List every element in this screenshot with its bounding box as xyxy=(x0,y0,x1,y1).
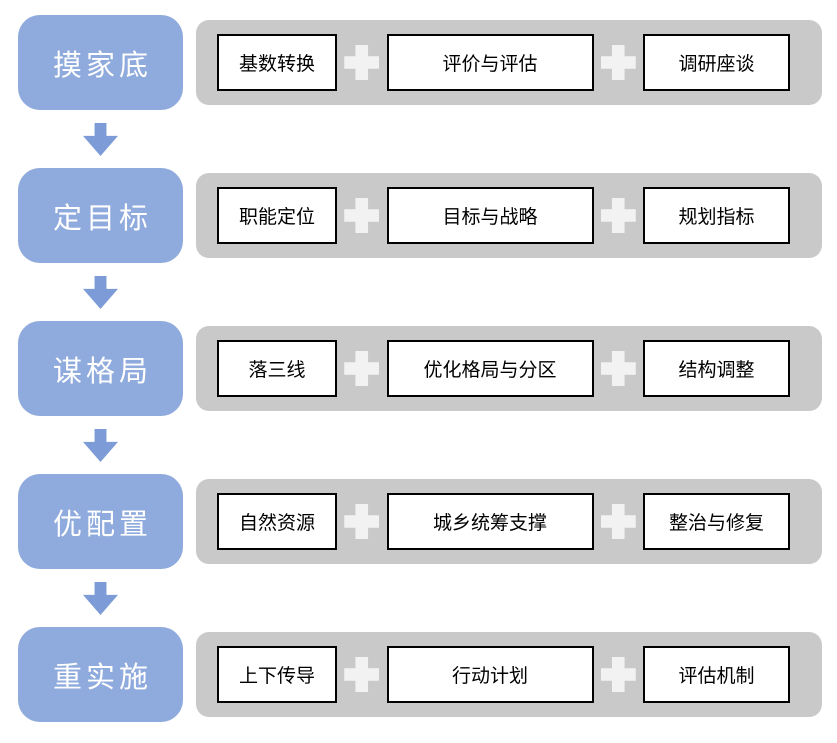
stage-pill-1: 摸家底 xyxy=(18,15,183,110)
flow-arrow-gap xyxy=(18,110,837,168)
item-label: 调研座谈 xyxy=(678,54,755,75)
connector xyxy=(594,45,644,80)
stage-row-2: 定目标 职能定位 目标与战略 规划指标 xyxy=(18,168,837,263)
plus-icon xyxy=(600,198,636,233)
stage-pill-5: 重实施 xyxy=(18,627,183,722)
item-box: 基数转换 xyxy=(217,34,337,91)
item-box: 整治与修复 xyxy=(643,493,790,550)
plus-icon xyxy=(600,351,636,386)
stage-track-1: 基数转换 评价与评估 调研座谈 xyxy=(196,20,822,105)
plus-icon xyxy=(344,657,380,692)
stage-track-4: 自然资源 城乡统筹支撑 整治与修复 xyxy=(196,479,822,564)
item-label: 基数转换 xyxy=(238,54,315,75)
connector xyxy=(594,504,644,539)
connector xyxy=(337,45,387,80)
stage-label: 定目标 xyxy=(52,202,152,235)
stage-pill-4: 优配置 xyxy=(18,474,183,569)
item-box: 调研座谈 xyxy=(643,34,790,91)
item-label: 上下传导 xyxy=(238,666,315,687)
item-label: 城乡统筹支撑 xyxy=(432,513,547,534)
plus-icon xyxy=(344,45,380,80)
flow-arrow-gap xyxy=(18,569,837,627)
item-label: 落三线 xyxy=(248,360,306,381)
stage-label: 摸家底 xyxy=(52,49,152,82)
item-label: 目标与战略 xyxy=(442,207,538,228)
item-label: 结构调整 xyxy=(678,360,755,381)
connector xyxy=(337,657,387,692)
connector xyxy=(594,351,644,386)
stage-row-5: 重实施 上下传导 行动计划 评估机制 xyxy=(18,627,837,722)
item-label: 自然资源 xyxy=(238,513,315,534)
stage-track-3: 落三线 优化格局与分区 结构调整 xyxy=(196,326,822,411)
plus-icon xyxy=(344,351,380,386)
connector xyxy=(594,657,644,692)
item-label: 职能定位 xyxy=(238,207,315,228)
stage-track-2: 职能定位 目标与战略 规划指标 xyxy=(196,173,822,258)
item-box: 城乡统筹支撑 xyxy=(386,493,594,550)
plus-icon xyxy=(600,657,636,692)
connector xyxy=(337,351,387,386)
stage-label: 重实施 xyxy=(52,661,152,694)
plus-icon xyxy=(600,504,636,539)
item-box: 落三线 xyxy=(217,340,337,397)
down-arrow-icon xyxy=(83,123,118,156)
plus-icon xyxy=(344,504,380,539)
item-label: 规划指标 xyxy=(678,207,755,228)
item-box: 规划指标 xyxy=(643,187,790,244)
stage-label: 优配置 xyxy=(52,508,152,541)
stage-row-1: 摸家底 基数转换 评价与评估 调研座谈 xyxy=(18,15,837,110)
item-box: 评估机制 xyxy=(643,646,790,703)
stage-row-4: 优配置 自然资源 城乡统筹支撑 整治与修复 xyxy=(18,474,837,569)
stage-row-3: 谋格局 落三线 优化格局与分区 结构调整 xyxy=(18,321,837,416)
item-box: 行动计划 xyxy=(386,646,594,703)
item-label: 评估机制 xyxy=(678,666,755,687)
flow-arrow-gap xyxy=(18,416,837,474)
item-box: 职能定位 xyxy=(217,187,337,244)
item-box: 评价与评估 xyxy=(386,34,594,91)
connector xyxy=(337,198,387,233)
down-arrow-icon xyxy=(83,429,118,462)
item-label: 优化格局与分区 xyxy=(423,360,557,381)
stage-track-5: 上下传导 行动计划 评估机制 xyxy=(196,632,822,717)
down-arrow-icon xyxy=(83,276,118,309)
plus-icon xyxy=(600,45,636,80)
stage-label: 谋格局 xyxy=(52,355,152,388)
item-label: 行动计划 xyxy=(451,666,528,687)
item-box: 目标与战略 xyxy=(386,187,594,244)
stage-pill-3: 谋格局 xyxy=(18,321,183,416)
connector xyxy=(594,198,644,233)
item-box: 优化格局与分区 xyxy=(386,340,594,397)
item-label: 评价与评估 xyxy=(442,54,538,75)
item-box: 自然资源 xyxy=(217,493,337,550)
stage-pill-2: 定目标 xyxy=(18,168,183,263)
item-box: 结构调整 xyxy=(643,340,790,397)
connector xyxy=(337,504,387,539)
item-box: 上下传导 xyxy=(217,646,337,703)
down-arrow-icon xyxy=(83,582,118,615)
flow-arrow-gap xyxy=(18,263,837,321)
plus-icon xyxy=(344,198,380,233)
item-label: 整治与修复 xyxy=(668,513,764,534)
